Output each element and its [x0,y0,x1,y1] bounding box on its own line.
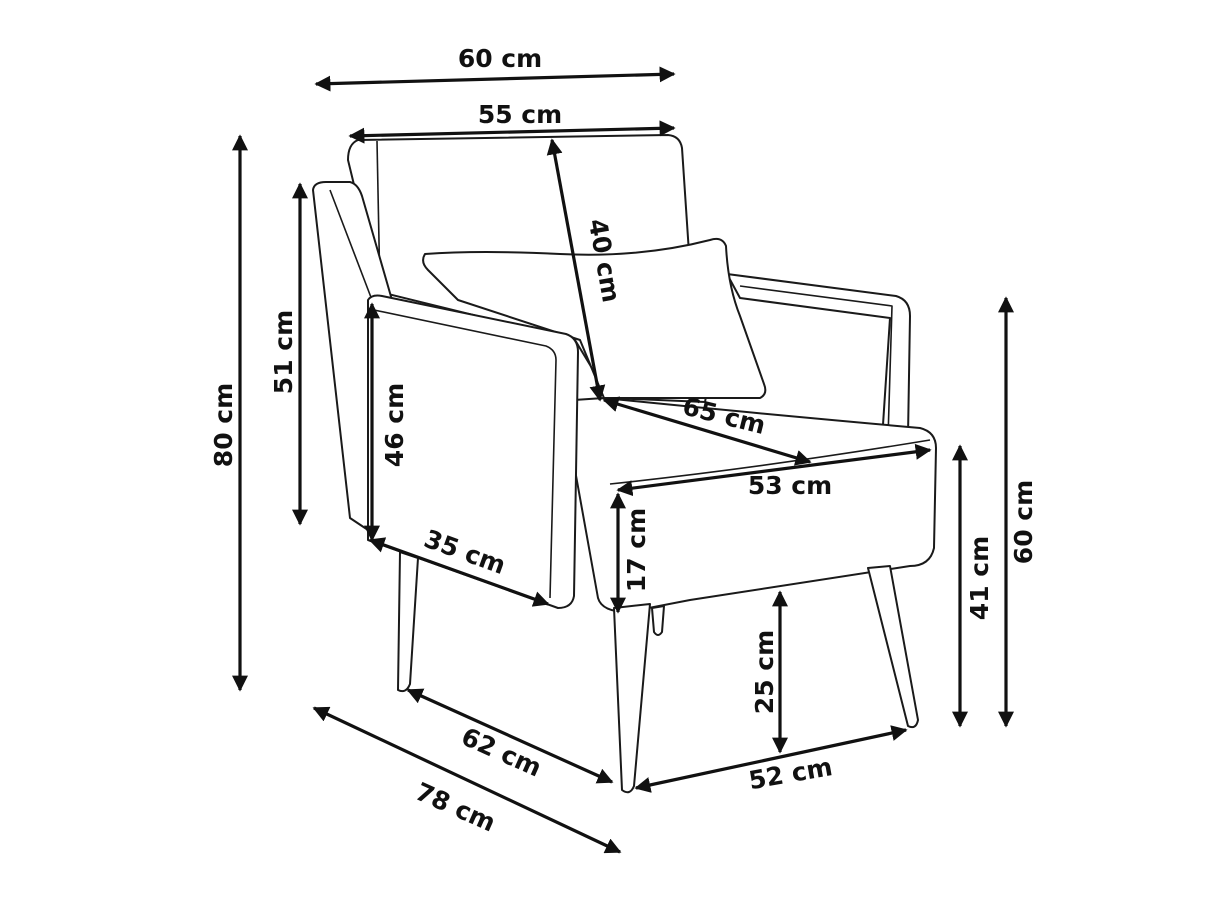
dim-line-leg-span-width [634,725,908,793]
leg-back-left [651,605,665,636]
dim-line-overall-depth [312,706,622,854]
label-overall-width: 60 cm [458,44,542,73]
dim-line-overall-width [314,66,676,92]
leg-front-right [613,603,651,794]
label-seat-height: 41 cm [965,536,994,620]
dimension-lines [232,66,1014,854]
label-overall-height: 80 cm [209,383,238,467]
label-cushion-thickness: 17 cm [622,508,651,592]
label-side-back-height: 51 cm [269,310,298,394]
label-seat-width: 53 cm [748,471,832,500]
label-armrest-height: 46 cm [380,383,409,467]
dim-line-back-width [348,120,676,144]
left-side-panel-inner [329,189,373,301]
dim-line-backrest-height [546,138,606,402]
label-leg-span-width: 52 cm [746,752,834,795]
right-armrest-inner [739,285,893,439]
left-side-panel [312,181,393,531]
label-overall-depth: 78 cm [411,777,500,838]
leg-front-left [397,551,419,693]
label-armrest-floor-height: 60 cm [1009,480,1038,564]
leg-back-right [867,565,919,729]
label-leg-height: 25 cm [750,630,779,714]
right-armrest [726,273,911,441]
dim-line-armrest-depth [368,537,550,607]
dim-line-seat-width [616,443,932,497]
label-back-width: 55 cm [478,100,562,129]
